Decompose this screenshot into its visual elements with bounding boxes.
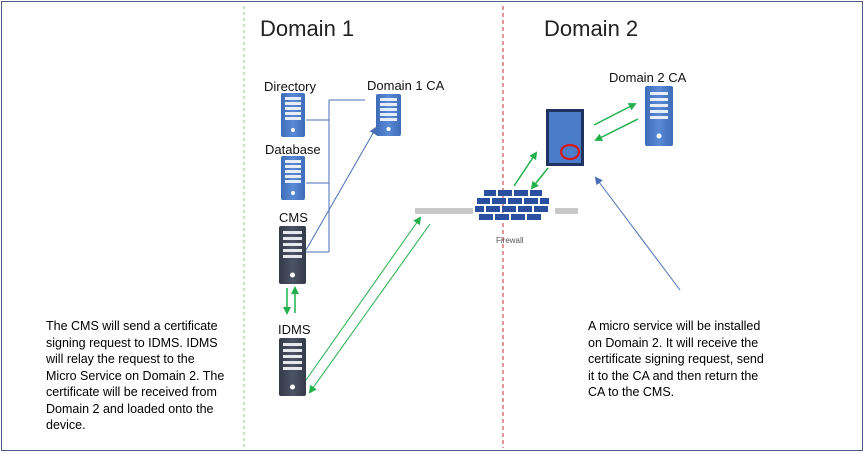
database-label: Database (265, 142, 321, 157)
server-tower-icon (645, 86, 673, 146)
note-line: Domain 2 and loaded onto the (46, 401, 214, 416)
domain1-ca-label: Domain 1 CA (367, 78, 445, 93)
server-tower-icon (279, 226, 306, 284)
cms-to-domain1-ca-arrow (305, 126, 377, 251)
note-line: will relay the request to the (46, 352, 195, 366)
directory-label: Directory (264, 79, 317, 94)
idms-label: IDMS (278, 322, 311, 337)
idms-to-firewall-arrow (305, 216, 422, 381)
left-note: The CMS will send a certificate signing … (46, 318, 224, 434)
domain1-bracket (306, 99, 365, 253)
microservice-box-icon (546, 109, 584, 166)
note-line: CA to the CMS. (588, 385, 675, 399)
brick-wall-icon (475, 190, 549, 220)
firewall-to-microservice-arrow (513, 151, 538, 187)
domain2-ca-label: Domain 2 CA (609, 70, 687, 85)
firewall-to-idms-arrow (308, 223, 431, 394)
microservice-to-domain2-ca-arrow (593, 103, 637, 126)
network-link-left (415, 208, 473, 214)
server-tower-icon (279, 338, 306, 396)
right-note: A micro service will be installed on Dom… (588, 318, 764, 401)
microservice-to-firewall-arrow (530, 167, 549, 190)
note-line: certificate signing request, send (588, 352, 764, 366)
note-to-microservice-arrow (594, 176, 681, 291)
note-line: on Domain 2. It will receive the (588, 335, 759, 350)
domain1-title: Domain 1 (260, 16, 355, 41)
note-line: it to the CA and then return the (588, 368, 759, 383)
server-tower-icon (281, 156, 305, 200)
domain2-ca-to-microservice-arrow (594, 118, 639, 141)
note-line: signing request to IDMS. IDMS (46, 335, 218, 350)
domain2-title: Domain 2 (544, 16, 639, 41)
server-tower-icon (281, 93, 305, 137)
network-link-right (555, 208, 578, 214)
note-line: Micro Service on Domain 2. The (46, 368, 225, 383)
server-tower-icon (376, 94, 401, 136)
note-line: The CMS will send a certificate (46, 319, 218, 333)
note-line: A micro service will be installed (588, 319, 761, 333)
note-line: certificate will be received from (46, 385, 217, 399)
cms-label: CMS (279, 210, 308, 225)
note-line: device. (46, 418, 86, 432)
firewall-label: Firewall (496, 236, 524, 245)
